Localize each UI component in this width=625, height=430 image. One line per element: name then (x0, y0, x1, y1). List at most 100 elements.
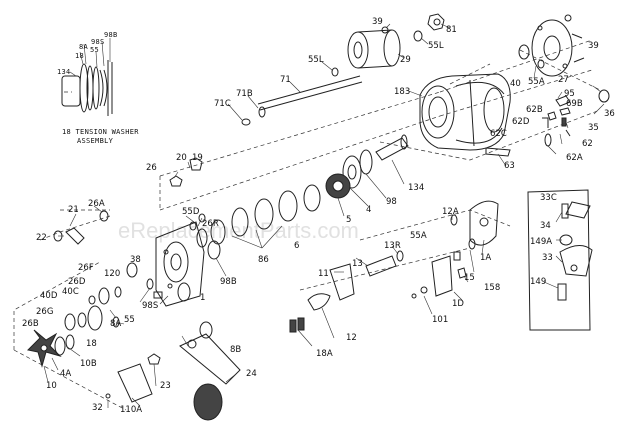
label-62b: 62B (526, 105, 543, 115)
part-1-sideplate (155, 221, 205, 307)
part-labels: 39 81 55L 29 55L 71 71B 71C 183 40 55A 2… (22, 17, 615, 415)
label-11: 11 (318, 269, 329, 279)
assembly-guides (13, 39, 601, 411)
label-35: 35 (588, 123, 599, 133)
label-55l-b: 55L (308, 55, 324, 65)
label-71c: 71C (214, 99, 231, 109)
label-12a: 12A (442, 207, 459, 217)
part-36-knob (598, 89, 610, 103)
label-26r: 26R (202, 219, 219, 229)
label-40d: 40D (40, 291, 58, 301)
label-81: 81 (446, 25, 457, 35)
label-55a: 55A (528, 77, 545, 87)
label-13r: 13R (384, 241, 401, 251)
label-95: 95 (564, 89, 575, 99)
part-81-nut (427, 13, 445, 31)
label-1: 1 (200, 293, 205, 303)
label-120: 120 (104, 269, 120, 279)
label-71: 71 (280, 75, 291, 85)
label-8b: 8B (230, 345, 241, 355)
label-40c: 40C (62, 287, 79, 297)
part-21-lever (65, 227, 85, 245)
watermark: eReplacementParts.com (118, 218, 359, 243)
label-15: 15 (464, 273, 475, 283)
label-39-top: 39 (372, 17, 383, 27)
part-62c-bar (485, 147, 511, 157)
label-10: 10 (46, 381, 57, 391)
label-62: 62 (582, 139, 593, 149)
label-26f: 26F (78, 263, 94, 273)
label-39-right: 39 (588, 41, 599, 51)
label-110a: 110A (120, 405, 142, 415)
label-29: 29 (400, 55, 411, 65)
label-26d: 26D (68, 277, 86, 287)
label-27: 27 (558, 75, 569, 85)
part-183-frame (419, 73, 511, 151)
label-158: 158 (484, 283, 500, 293)
label-55l-a: 55L (428, 41, 444, 51)
part-71b-pinion (258, 106, 266, 118)
part-12-spring (307, 293, 331, 311)
label-86: 86 (258, 255, 269, 265)
inset-label-8a: 8A (79, 43, 89, 51)
label-4: 4 (366, 205, 371, 215)
label-23: 23 (160, 381, 171, 391)
drag-stack-group (189, 155, 362, 260)
label-22: 22 (36, 233, 47, 243)
label-38: 38 (130, 255, 141, 265)
label-36: 36 (604, 109, 615, 119)
inset-caption-line2: ASSEMBLY (77, 137, 114, 145)
label-26g: 26G (36, 307, 53, 317)
inset-label-134: 134 (57, 68, 71, 76)
part-24-handle-knob (193, 383, 223, 421)
label-1a: 1A (480, 253, 491, 263)
label-18a: 18A (316, 349, 333, 359)
label-5: 5 (346, 215, 351, 225)
part-29-spool (347, 31, 369, 69)
label-12: 12 (346, 333, 357, 343)
top-spool-group (241, 13, 610, 175)
label-55: 55 (124, 315, 135, 325)
label-62a: 62A (566, 153, 583, 163)
part-1a-plate (469, 200, 499, 246)
inset-label-55: 55 (90, 46, 99, 54)
part-10-star-drag (26, 329, 62, 368)
label-26b: 26B (22, 319, 39, 329)
part-110a-plate (117, 363, 153, 403)
label-19: 19 (192, 153, 203, 163)
part-24-handle-arm (179, 333, 241, 385)
label-55a-mid: 55A (410, 231, 427, 241)
part-149-screw (557, 283, 567, 301)
label-55d: 55D (182, 207, 200, 217)
label-33: 33 (542, 253, 553, 263)
label-33c: 33C (540, 193, 557, 203)
label-18: 18 (86, 339, 97, 349)
inset-shaft-part (61, 75, 81, 107)
label-26: 26 (146, 163, 157, 173)
label-134: 134 (408, 183, 424, 193)
inset-label-98s: 98S (91, 38, 105, 46)
label-32: 32 (92, 403, 103, 413)
accessory-box (527, 189, 591, 331)
part-11-lever (329, 263, 355, 301)
label-62d: 62D (512, 117, 530, 127)
accessory-box-group (527, 189, 593, 331)
part-33-clamp (559, 245, 593, 277)
label-21: 21 (68, 205, 79, 215)
leader-lines (43, 23, 605, 408)
part-13-pinion-shaft (365, 255, 397, 277)
left-sideplate-group (26, 157, 205, 368)
label-98: 98 (386, 197, 397, 207)
part-27-sideplate (531, 19, 585, 77)
label-10b: 10B (80, 359, 97, 369)
part-1d-cam (431, 255, 453, 297)
label-98s: 98S (142, 301, 158, 311)
part-134-shaft (375, 137, 409, 161)
label-62c: 62C (490, 129, 507, 139)
tension-washer-inset: 98B 8A 98S 55 18 134 18 TENSION WASHER A… (57, 31, 139, 145)
label-101: 101 (432, 315, 448, 325)
inset-label-18: 18 (75, 52, 84, 60)
part-18a-screw (289, 319, 297, 333)
